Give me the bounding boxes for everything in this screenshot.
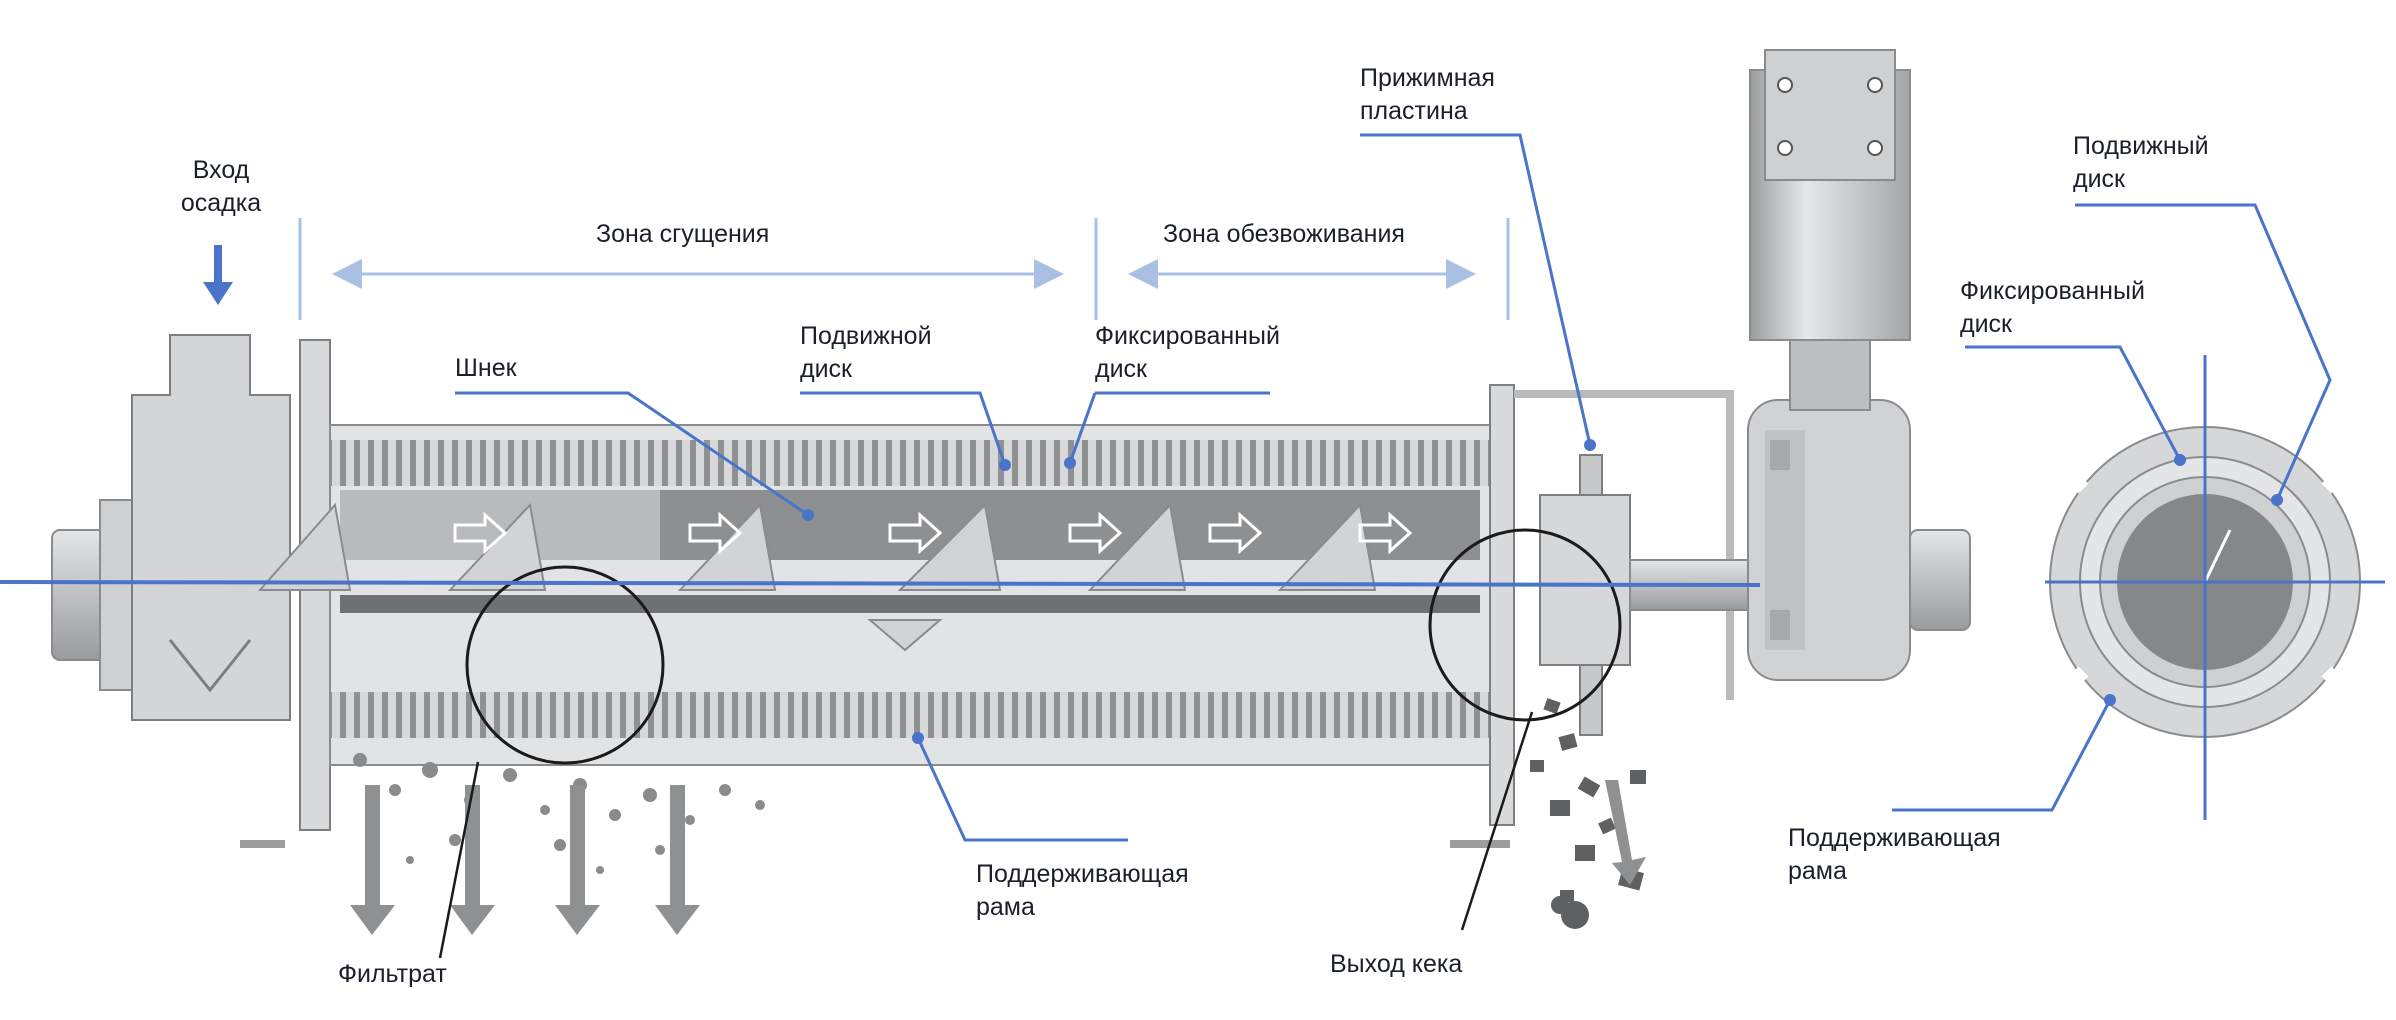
support-frame-line1: Поддерживающая	[976, 860, 1189, 888]
leader-lines	[455, 133, 2332, 842]
side-moving-disc-line2: диск	[2073, 165, 2125, 193]
screw-press-body	[51, 49, 1971, 935]
black-leaders	[438, 711, 1534, 959]
side-fixed-disc-line2: диск	[1960, 310, 2012, 338]
filtrate-label: Фильтрат	[338, 960, 447, 988]
side-fixed-disc-line1: Фиксированный	[1960, 277, 2145, 305]
sludge-inlet-line2: осадка	[180, 189, 262, 217]
sludge-inlet-label: Вход осадка	[166, 154, 276, 220]
moving-disc-line2: диск	[800, 355, 852, 383]
zone-markers	[298, 218, 1510, 320]
moving-disc-line1: Подвижной	[800, 322, 932, 350]
side-support-frame-line2: рама	[1788, 857, 1847, 885]
press-plate-line2: пластина	[1360, 97, 1468, 125]
fixed-disc-line2: диск	[1095, 355, 1147, 383]
screw-label: Шнек	[455, 354, 517, 382]
thickening-zone-label: Зона сгущения	[596, 220, 770, 248]
fixed-disc-label: Фиксированный диск	[1095, 320, 1280, 386]
inlet-arrow	[203, 245, 233, 305]
sludge-inlet-line1: Вход	[192, 156, 250, 184]
side-support-frame-line1: Поддерживающая	[1788, 824, 2001, 852]
cake-outlet-label: Выход кека	[1330, 950, 1463, 978]
leader-dots	[802, 439, 2283, 744]
dewatering-zone-label: Зона обезвоживания	[1163, 220, 1405, 248]
fixed-disc-line1: Фиксированный	[1095, 322, 1280, 350]
axis-line	[0, 580, 1761, 587]
press-plate-line1: Прижимная	[1360, 64, 1495, 92]
side-support-frame-label: Поддерживающая рама	[1788, 822, 2001, 888]
side-moving-disc-label: Подвижный диск	[2073, 130, 2209, 196]
side-fixed-disc-label: Фиксированный диск	[1960, 275, 2145, 341]
disc-cross-section	[2045, 355, 2385, 820]
side-moving-disc-line1: Подвижный	[2073, 132, 2209, 160]
moving-disc-label: Подвижной диск	[800, 320, 932, 386]
support-frame-label: Поддерживающая рама	[976, 858, 1189, 924]
press-plate-label: Прижимная пластина	[1360, 62, 1495, 128]
support-frame-line2: рама	[976, 893, 1035, 921]
